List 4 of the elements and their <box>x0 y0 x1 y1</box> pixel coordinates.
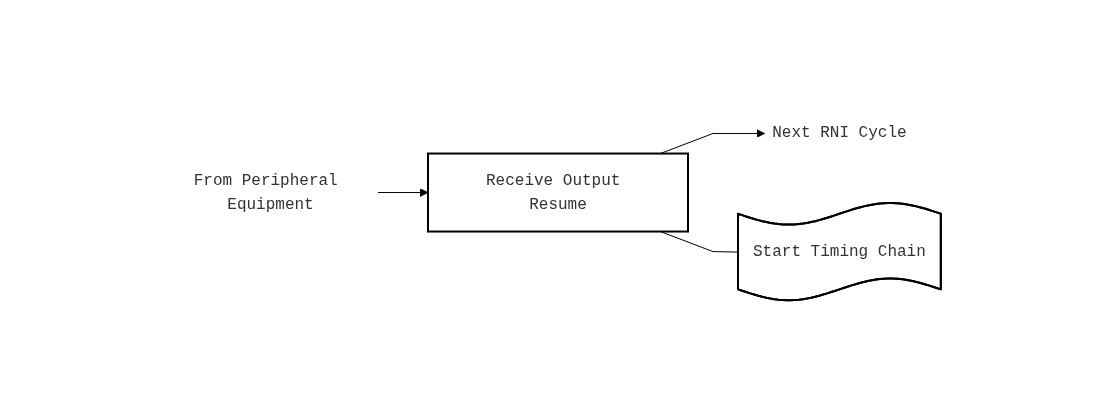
node-box: Receive Output Resume <box>426 152 689 233</box>
node-text: Next RNI Cycle <box>771 124 907 143</box>
arrow <box>377 188 428 197</box>
node-text: From Peripheral Equipment <box>193 171 338 214</box>
